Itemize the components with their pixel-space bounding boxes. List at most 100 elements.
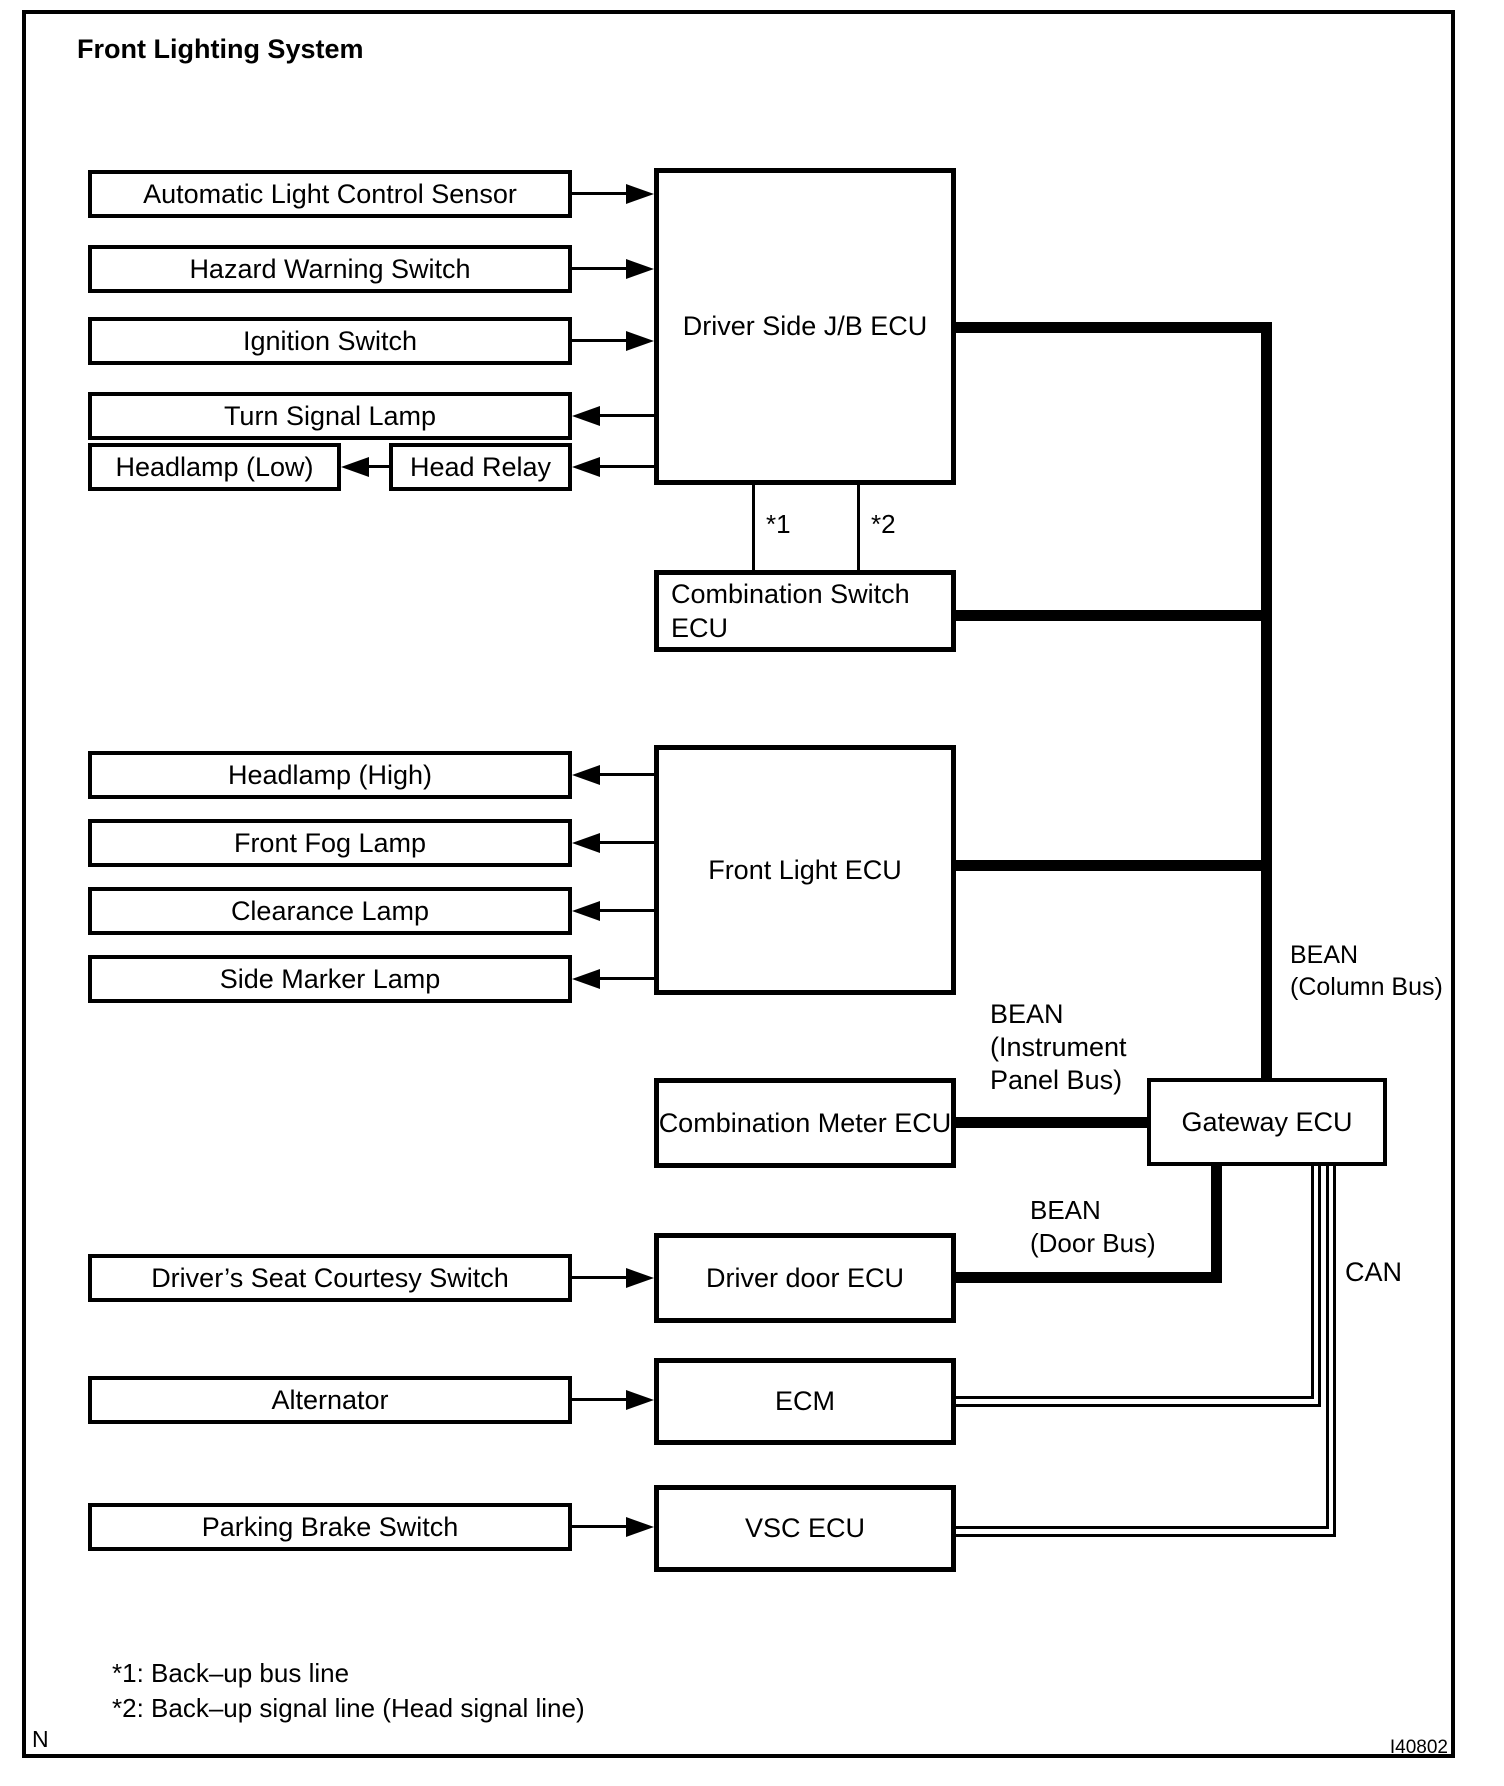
node-headlamp-low: Headlamp (Low)	[88, 443, 341, 491]
node-turn-signal-lamp: Turn Signal Lamp	[88, 392, 572, 440]
can-horizontal-vsc-a	[956, 1526, 1329, 1529]
node-drivers-seat-courtesy-switch: Driver’s Seat Courtesy Switch	[88, 1254, 572, 1302]
node-hazard-warning-switch: Hazard Warning Switch	[88, 245, 572, 293]
node-front-fog-lamp: Front Fog Lamp	[88, 819, 572, 867]
node-alternator: Alternator	[88, 1376, 572, 1424]
label-bean-door-bus: BEAN(Door Bus)	[1030, 1194, 1156, 1260]
bus-door-horizontal	[956, 1272, 1222, 1283]
arrowhead-left-icon	[572, 969, 600, 989]
node-label: Driver door ECU	[705, 1262, 905, 1293]
arrow-line-fle-to-front-fog	[596, 841, 654, 844]
page-mark-n: N	[32, 1726, 49, 1752]
node-vsc-ecu: VSC ECU	[654, 1485, 956, 1572]
arrow-line-fle-to-side-marker	[596, 977, 654, 980]
node-label: Headlamp (High)	[227, 759, 433, 790]
label-can: CAN	[1345, 1257, 1403, 1287]
figure-code: I40802	[1389, 1737, 1448, 1758]
node-label: Ignition Switch	[242, 325, 418, 356]
can-vertical-vsc-a	[1326, 1166, 1329, 1529]
arrowhead-left-icon	[572, 901, 600, 921]
arrowhead-left-icon	[572, 833, 600, 853]
node-clearance-lamp: Clearance Lamp	[88, 887, 572, 935]
can-vertical-ecm-b	[1318, 1166, 1321, 1407]
bus-column-vertical	[1261, 322, 1272, 1078]
arrow-line-hazard-to-jb	[572, 267, 630, 270]
arrow-line-light-sensor-to-jb	[572, 192, 630, 195]
backup-signal-line-2	[857, 485, 860, 570]
can-horizontal-ecm-a	[956, 1396, 1314, 1399]
label-line: Panel Bus)	[990, 1065, 1123, 1095]
arrowhead-right-icon	[626, 1268, 654, 1288]
bus-front-light-horizontal	[956, 860, 1272, 871]
bus-door-vertical	[1211, 1166, 1222, 1283]
bus-combination-switch-horizontal	[956, 610, 1272, 621]
label-line: BEAN	[1030, 1195, 1101, 1225]
arrowhead-left-icon	[572, 406, 600, 426]
label-line: BEAN	[990, 999, 1064, 1029]
footnote-2: *2: Back–up signal line (Head signal lin…	[112, 1693, 585, 1723]
node-ecm: ECM	[654, 1358, 956, 1445]
arrow-line-jb-to-head-relay	[596, 465, 654, 468]
arrowhead-right-icon	[626, 331, 654, 351]
node-label: Front Fog Lamp	[233, 827, 427, 858]
node-label: VSC ECU	[744, 1513, 866, 1543]
node-headlamp-high: Headlamp (High)	[88, 751, 572, 799]
node-label: Headlamp (Low)	[115, 451, 314, 482]
node-label: Head Relay	[409, 451, 552, 482]
node-label: Gateway ECU	[1181, 1106, 1353, 1137]
node-side-marker-lamp: Side Marker Lamp	[88, 955, 572, 1003]
label-line: (Column Bus)	[1290, 973, 1443, 1001]
can-horizontal-vsc-b	[956, 1534, 1336, 1537]
label-line: BEAN	[1290, 941, 1359, 969]
node-automatic-light-control-sensor: Automatic Light Control Sensor	[88, 170, 572, 218]
node-label-line1: Combination Switch	[671, 579, 910, 609]
arrowhead-right-icon	[626, 259, 654, 279]
arrow-line-courtesy-to-door-ecu	[572, 1276, 630, 1279]
arrow-line-jb-to-turn-signal	[596, 414, 654, 417]
node-label: Hazard Warning Switch	[189, 253, 471, 284]
node-combination-meter-ecu: Combination Meter ECU	[654, 1078, 956, 1168]
can-vertical-vsc-b	[1333, 1166, 1336, 1537]
arrowhead-left-icon	[572, 765, 600, 785]
label-line: (Door Bus)	[1030, 1228, 1156, 1258]
arrowhead-right-icon	[626, 1517, 654, 1537]
node-gateway-ecu: Gateway ECU	[1147, 1078, 1387, 1166]
arrowhead-right-icon	[626, 184, 654, 204]
backup-bus-line-1	[752, 485, 755, 570]
can-horizontal-ecm-b	[956, 1404, 1321, 1407]
node-label: ECM	[775, 1386, 835, 1416]
node-label: Automatic Light Control Sensor	[143, 178, 517, 209]
footnote-1: *1: Back–up bus line	[112, 1658, 350, 1688]
label-bean-column-bus: BEAN (Column Bus)	[1290, 939, 1443, 1003]
bus-instrument-panel-horizontal	[956, 1117, 1147, 1128]
node-combination-switch-ecu: Combination Switch ECU	[654, 570, 956, 652]
node-parking-brake-switch: Parking Brake Switch	[88, 1503, 572, 1551]
ref-1-label: *1	[766, 509, 791, 539]
node-ignition-switch: Ignition Switch	[88, 317, 572, 365]
arrow-line-ignition-to-jb	[572, 339, 630, 342]
arrow-line-alternator-to-ecm	[572, 1398, 630, 1401]
arrow-line-fle-to-headlamp-high	[596, 773, 654, 776]
page-border	[22, 10, 1455, 1758]
arrow-line-fle-to-clearance	[596, 909, 654, 912]
arrowhead-right-icon	[626, 1390, 654, 1410]
node-driver-side-jb-ecu: Driver Side J/B ECU	[654, 168, 956, 485]
node-label: Combination Meter ECU	[658, 1107, 952, 1138]
node-label-line2: ECU	[671, 613, 729, 643]
node-driver-door-ecu: Driver door ECU	[654, 1233, 956, 1323]
node-label: Side Marker Lamp	[219, 963, 441, 994]
node-front-light-ecu: Front Light ECU	[654, 745, 956, 995]
can-vertical-ecm-a	[1311, 1166, 1314, 1399]
arrow-line-head-relay-to-headlamp-low	[365, 465, 389, 468]
bus-jb-ecu-horizontal	[956, 322, 1272, 333]
node-label: Clearance Lamp	[230, 895, 430, 926]
label-line: (Instrument	[990, 1032, 1127, 1062]
arrowhead-left-icon	[341, 457, 369, 477]
node-label: Alternator	[271, 1384, 389, 1415]
arrowhead-left-icon	[572, 457, 600, 477]
arrow-line-parking-brake-to-vsc	[572, 1525, 630, 1528]
ref-2-label: *2	[871, 509, 896, 539]
node-label: Driver’s Seat Courtesy Switch	[151, 1262, 509, 1293]
